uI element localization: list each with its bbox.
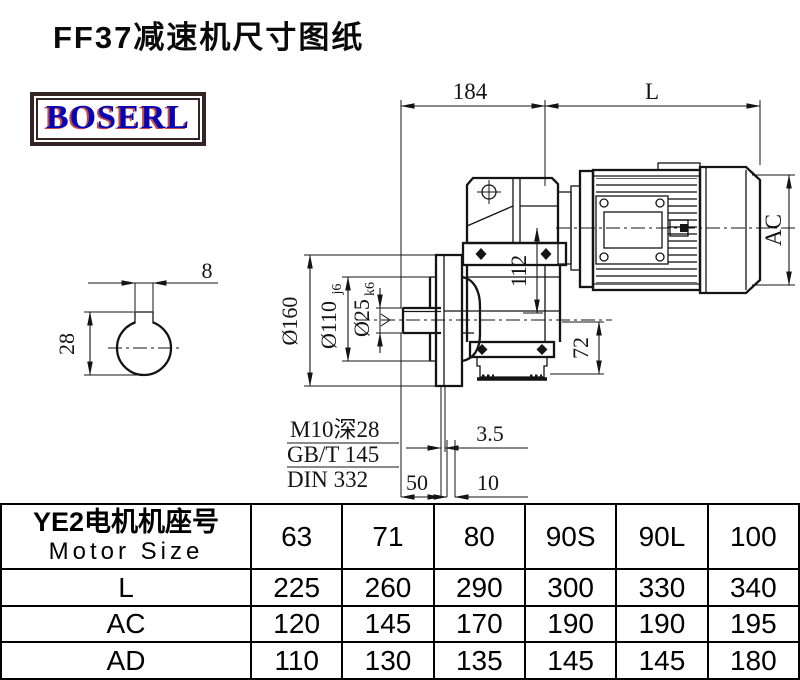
main-view bbox=[356, 162, 798, 388]
cell-AD-63: 110 bbox=[249, 641, 344, 680]
cell-AC-100: 195 bbox=[706, 604, 800, 644]
cell-AC-63: 120 bbox=[249, 604, 344, 644]
logo-text: BOSERL bbox=[46, 99, 190, 136]
note-std-gb: GB/T 145 bbox=[287, 442, 379, 467]
cell-L-90l: 330 bbox=[615, 568, 709, 607]
dim-shaft-fit: k6 bbox=[363, 282, 378, 296]
dim-spigot-fit: j6 bbox=[330, 284, 345, 296]
col-90s: 90S bbox=[523, 502, 618, 571]
table-row-AC: AC 120 145 170 190 190 195 bbox=[0, 604, 800, 644]
note-tap: M10深28 bbox=[290, 417, 379, 442]
dimension-annotations: 184 L AC 112 72 Ø160 Ø110 bbox=[277, 79, 795, 500]
motor-size-header-cell: YE2电机机座号 Motor Size bbox=[0, 502, 252, 571]
cell-AC-90s: 190 bbox=[523, 604, 618, 644]
dim-spigot-d: Ø110 bbox=[316, 301, 341, 349]
boserl-logo: BOSERL bbox=[30, 92, 206, 146]
dim-rim-thickness: 3.5 bbox=[476, 421, 504, 446]
col-100: 100 bbox=[706, 502, 800, 571]
cell-L-100: 340 bbox=[706, 568, 800, 607]
cell-L-90s: 300 bbox=[523, 568, 618, 607]
col-90l: 90L bbox=[615, 502, 709, 571]
output-shaft bbox=[356, 306, 612, 335]
row-label-AD: AD bbox=[0, 641, 252, 680]
tap-notes: M10深28 GB/T 145 DIN 332 bbox=[287, 417, 399, 492]
cell-AD-80: 135 bbox=[432, 641, 526, 680]
row-label-AC: AC bbox=[0, 604, 252, 644]
technical-drawing: 8 28 bbox=[54, 79, 798, 500]
table-row-AD: AD 110 130 135 145 145 180 bbox=[0, 641, 800, 680]
table-header-row: YE2电机机座号 Motor Size 63 71 80 90S 90L 100 bbox=[0, 502, 800, 571]
cell-AD-90s: 145 bbox=[523, 641, 618, 680]
col-71: 71 bbox=[341, 502, 435, 571]
oil-plug-mark bbox=[477, 180, 501, 204]
table-row-L: L 225 260 290 300 330 340 bbox=[0, 568, 800, 607]
row-label-L: L bbox=[0, 568, 252, 607]
dim-flange-od: Ø160 bbox=[277, 297, 302, 346]
page-title: FF37减速机尺寸图纸 bbox=[53, 20, 365, 55]
cell-AD-100: 180 bbox=[706, 641, 800, 680]
shaft-section-detail: 8 28 bbox=[54, 258, 218, 377]
motor-size-header-zh: YE2电机机座号 bbox=[32, 507, 220, 538]
fan-cover bbox=[698, 165, 762, 295]
dim-gearbox-width: 184 bbox=[453, 79, 488, 104]
col-80: 80 bbox=[432, 502, 526, 571]
cell-L-71: 260 bbox=[341, 568, 435, 607]
cell-AC-90l: 190 bbox=[615, 604, 709, 644]
cell-L-63: 225 bbox=[249, 568, 344, 607]
motor-size-header-en: Motor Size bbox=[48, 538, 204, 566]
dim-key-width: 8 bbox=[202, 258, 213, 283]
cell-AC-80: 170 bbox=[432, 604, 526, 644]
motor bbox=[556, 162, 798, 295]
dim-shaft-length: 50 bbox=[406, 470, 428, 495]
dim-motor-length: L bbox=[645, 79, 659, 104]
cell-AD-90l: 145 bbox=[615, 641, 709, 680]
cell-AD-71: 130 bbox=[341, 641, 435, 680]
cell-L-80: 290 bbox=[432, 568, 526, 607]
dim-bore-keyway: 28 bbox=[54, 333, 79, 355]
cell-AC-71: 145 bbox=[341, 604, 435, 644]
dim-flange-offset: 10 bbox=[477, 470, 499, 495]
dim-bottom-height: 72 bbox=[568, 337, 593, 359]
dim-shaft-d: Ø25 bbox=[349, 299, 374, 337]
dim-axis-height: 112 bbox=[506, 255, 531, 287]
dim-motor-od: AC bbox=[761, 214, 786, 246]
note-std-din: DIN 332 bbox=[287, 467, 368, 492]
dimension-table: YE2电机机座号 Motor Size 63 71 80 90S 90L 100… bbox=[0, 502, 800, 680]
col-63: 63 bbox=[249, 502, 344, 571]
